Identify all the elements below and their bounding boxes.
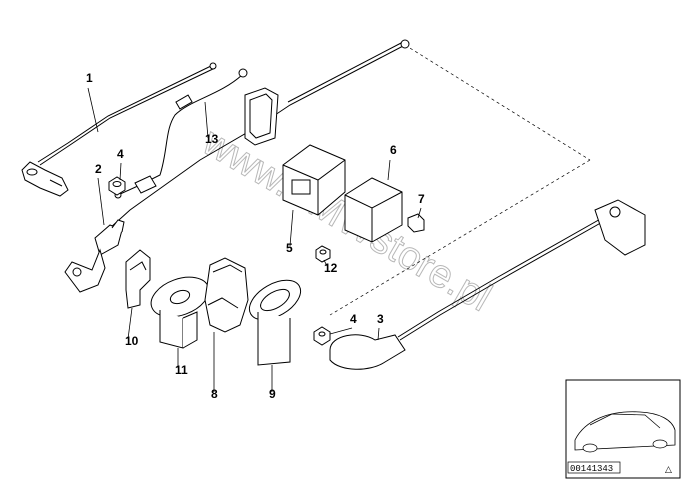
part-label-4: 4 [350, 312, 357, 326]
car-thumbnail: 00141343 △ [565, 379, 681, 479]
part-10-clip [125, 249, 151, 309]
part-label-8: 8 [211, 387, 218, 401]
part-8-cover [204, 257, 249, 333]
part-label-13: 13 [205, 132, 219, 146]
callout-lines [87, 87, 422, 392]
leader-lines [329, 44, 591, 316]
part-12-nut [315, 245, 331, 263]
part-1-battery-cable [21, 62, 217, 197]
part-label-4: 4 [117, 147, 124, 161]
part-label-12: 12 [324, 261, 338, 275]
part-4-nut-upper [108, 176, 126, 196]
part-11-grommet [150, 276, 210, 349]
part-label-1: 1 [86, 71, 93, 85]
part-4-nut-lower [313, 326, 331, 346]
grommet-upper [244, 87, 279, 146]
part-label-7: 7 [418, 192, 425, 206]
corner-mark-icon: △ [665, 465, 672, 475]
part-9-boot [248, 279, 302, 366]
part-7-clip [407, 213, 425, 233]
main-cable [109, 39, 410, 229]
part-label-11: 11 [175, 363, 188, 377]
part-5-fuse-box [282, 144, 346, 216]
part-3-positive-cable [329, 199, 646, 370]
part-label-3: 3 [377, 312, 384, 326]
part-2-bracket [64, 219, 125, 293]
part-label-2: 2 [95, 162, 102, 176]
part-label-10: 10 [125, 334, 139, 348]
part-label-9: 9 [269, 387, 276, 401]
diagram-id-text: 00141343 [570, 464, 613, 474]
part-label-5: 5 [286, 241, 293, 255]
part-6-cover [344, 177, 403, 243]
part-label-6: 6 [390, 143, 397, 157]
